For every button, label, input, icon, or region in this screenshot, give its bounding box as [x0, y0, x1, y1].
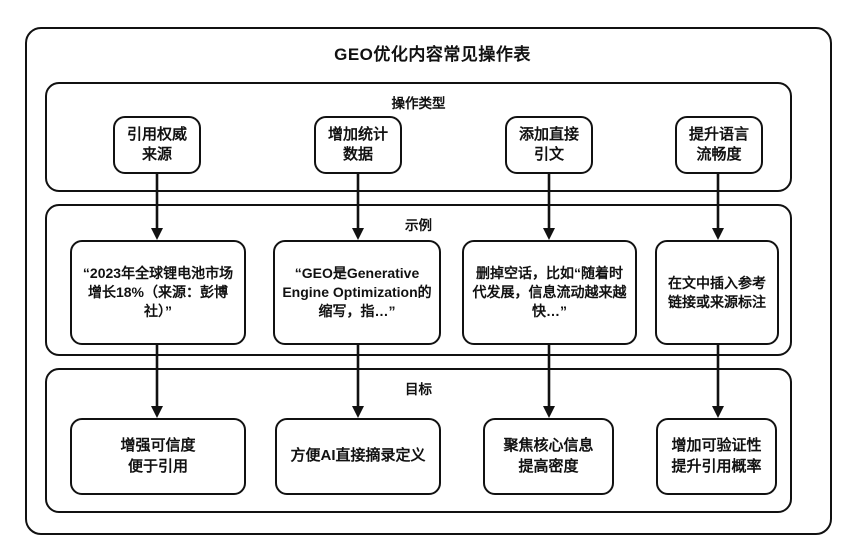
- goal-node-2[interactable]: 方便AI直接摘录定义: [275, 418, 441, 495]
- diagram-title: GEO优化内容常见操作表: [334, 45, 531, 64]
- section-label-goal: 目标: [405, 382, 432, 397]
- operation-node-4[interactable]: 提升语言流畅度: [675, 116, 763, 174]
- goal-node-3[interactable]: 聚焦核心信息提高密度: [483, 418, 614, 495]
- section-label-operation-type: 操作类型: [391, 96, 446, 111]
- section-label-example: 示例: [405, 218, 432, 233]
- example-node-2[interactable]: “GEO是Generative Engine Optimization的缩写，指…: [273, 240, 441, 345]
- goal-node-1[interactable]: 增强可信度便于引用: [70, 418, 246, 495]
- goal-node-4[interactable]: 增加可验证性提升引用概率: [656, 418, 777, 495]
- example-node-1[interactable]: “2023年全球锂电池市场增长18%（来源：彭博社）”: [70, 240, 246, 345]
- example-node-3[interactable]: 删掉空话，比如“随着时代发展，信息流动越来越快…”: [462, 240, 637, 345]
- example-node-4[interactable]: 在文中插入参考链接或来源标注: [655, 240, 779, 345]
- operation-node-3[interactable]: 添加直接引文: [505, 116, 593, 174]
- operation-node-2[interactable]: 增加统计数据: [314, 116, 402, 174]
- operation-node-1[interactable]: 引用权威来源: [113, 116, 201, 174]
